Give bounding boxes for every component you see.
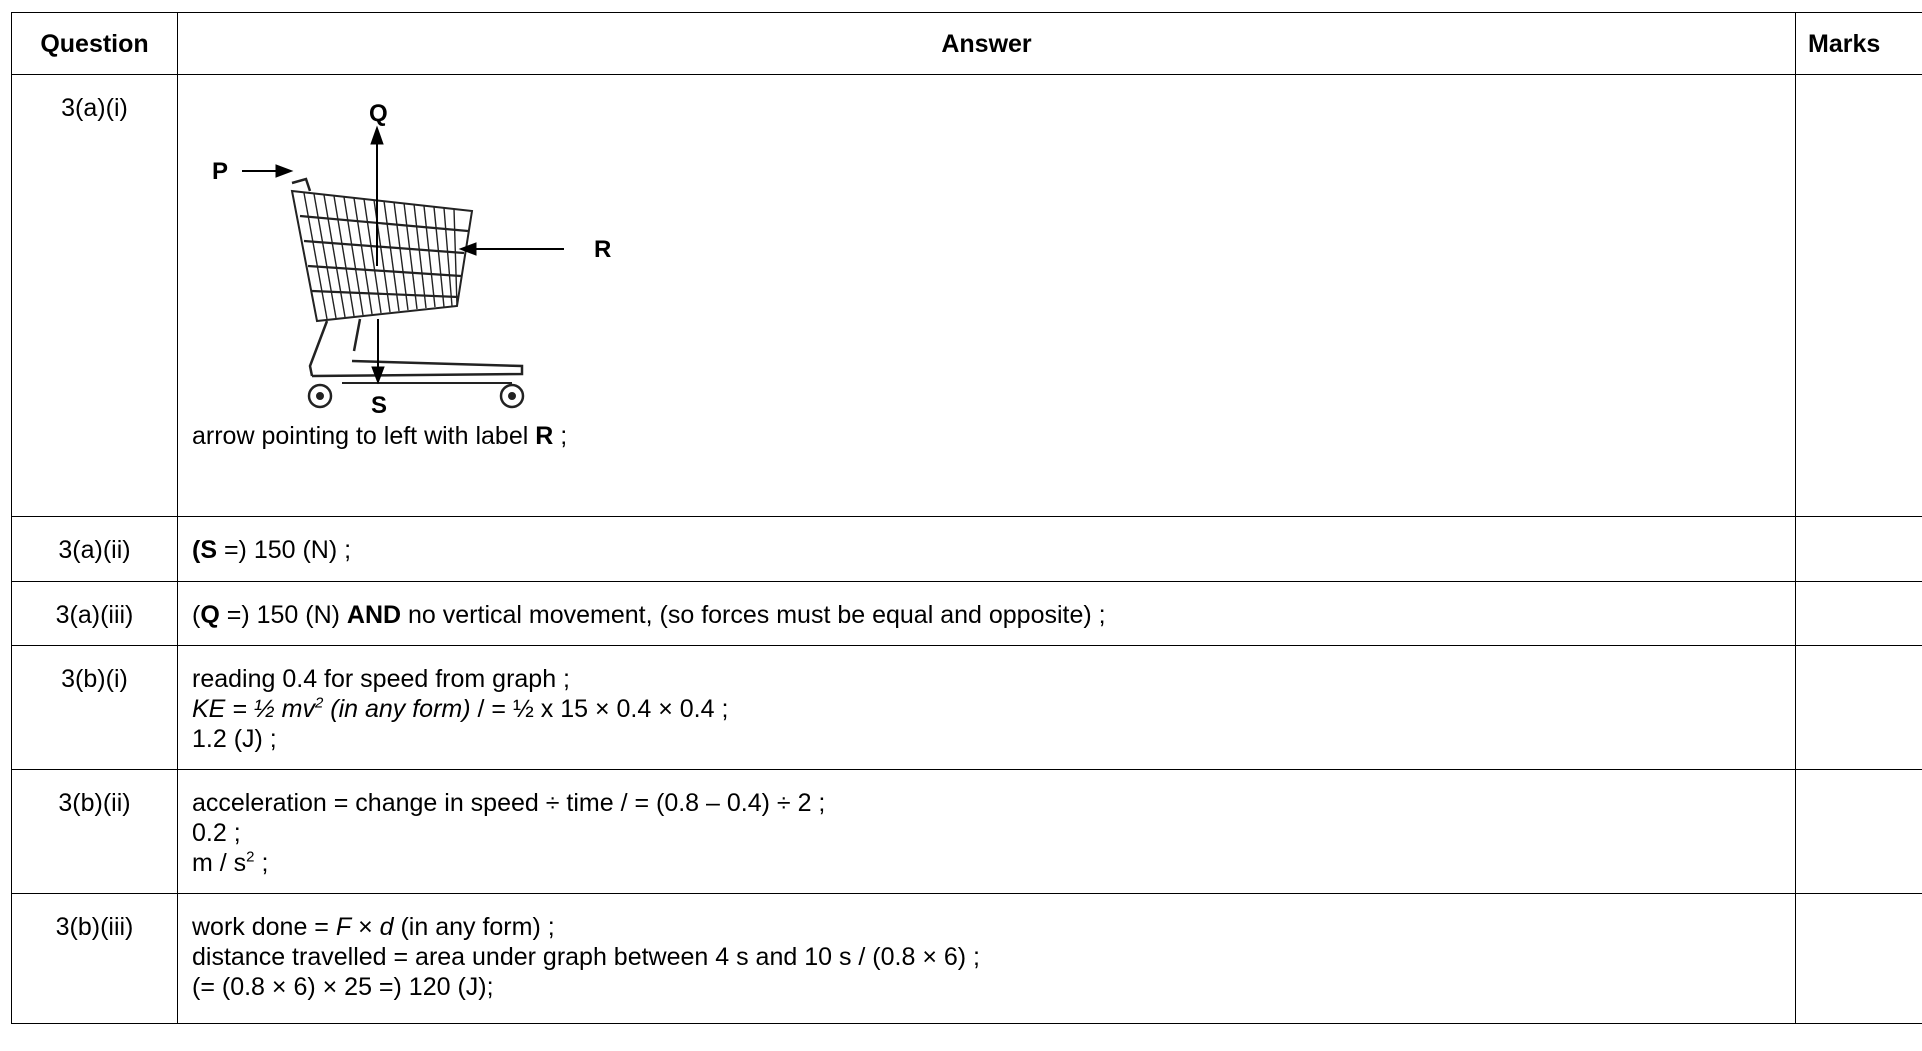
marks-cell: 1 <box>1795 581 1922 646</box>
force-arrow-p <box>242 164 294 178</box>
table-row: 3(a)(iii) (Q =) 150 (N) AND no vertical … <box>11 581 1922 646</box>
mark-scheme-table: Question Answer Marks 3(a)(i) <box>11 12 1922 1024</box>
answer-line: (Q =) 150 (N) AND no vertical movement, … <box>192 601 1106 629</box>
answer-cell: work done = F × d (in any form) ; distan… <box>177 893 1796 1024</box>
question-cell: 3(a)(ii) <box>11 516 178 582</box>
answer-cell: (S =) 150 (N) ; <box>177 516 1796 582</box>
force-arrow-s <box>371 319 385 385</box>
force-arrow-r <box>458 242 564 256</box>
label-s: S <box>371 392 387 419</box>
question-cell: 3(b)(iii) <box>11 893 178 1024</box>
label-p: P <box>212 158 228 185</box>
answer-cell: (Q =) 150 (N) AND no vertical movement, … <box>177 581 1796 646</box>
trolley-icon <box>290 177 525 409</box>
question-cell: 3(a)(i) <box>11 74 178 517</box>
answer-line: work done = F × d (in any form) ; <box>192 913 555 941</box>
label-r: R <box>594 236 611 263</box>
header-row: Question Answer Marks <box>11 12 1922 75</box>
table-row: 3(a)(i) <box>11 74 1922 517</box>
question-cell: 3(b)(i) <box>11 645 178 770</box>
answer-line: reading 0.4 for speed from graph ; <box>192 665 571 693</box>
answer-line: (= (0.8 × 6) × 25 =) 120 (J); <box>192 973 494 1001</box>
marks-cell: 3 <box>1795 893 1922 1024</box>
shopping-trolley-force-diagram: P Q R S <box>212 100 611 419</box>
marks-cell: 1 <box>1795 74 1922 517</box>
answer-cell: reading 0.4 for speed from graph ; KE = … <box>177 645 1796 770</box>
label-q: Q <box>369 100 388 127</box>
answer-line: 0.2 ; <box>192 819 241 847</box>
table-row: 3(b)(i) reading 0.4 for speed from graph… <box>11 645 1922 770</box>
answer-line: acceleration = change in speed ÷ time / … <box>192 789 826 817</box>
answer-cell: P Q R S arrow po <box>177 74 1796 517</box>
force-arrow-q <box>370 125 384 266</box>
question-cell: 3(a)(iii) <box>11 581 178 646</box>
answer-line: m / s2 ; <box>192 848 269 877</box>
answer-line: arrow pointing to left with label R ; <box>192 422 568 450</box>
table-row: 3(b)(ii) acceleration = change in speed … <box>11 769 1922 894</box>
header-marks: Marks <box>1795 12 1922 75</box>
answer-line: KE = ½ mv2 (in any form) / = ½ x 15 × 0.… <box>192 694 729 723</box>
table-row: 3(b)(iii) work done = F × d (in any form… <box>11 893 1922 1024</box>
question-cell: 3(b)(ii) <box>11 769 178 894</box>
answer-line: distance travelled = area under graph be… <box>192 943 981 971</box>
header-answer: Answer <box>177 12 1796 75</box>
marks-cell: 1 <box>1795 516 1922 582</box>
marks-cell: 3 <box>1795 769 1922 894</box>
answer-line: 1.2 (J) ; <box>192 725 277 753</box>
table-row: 3(a)(ii) (S =) 150 (N) ; 1 <box>11 516 1922 582</box>
answer-line: (S =) 150 (N) ; <box>192 536 352 564</box>
marks-cell: 3 <box>1795 645 1922 770</box>
header-question: Question <box>11 12 178 75</box>
answer-cell: acceleration = change in speed ÷ time / … <box>177 769 1796 894</box>
